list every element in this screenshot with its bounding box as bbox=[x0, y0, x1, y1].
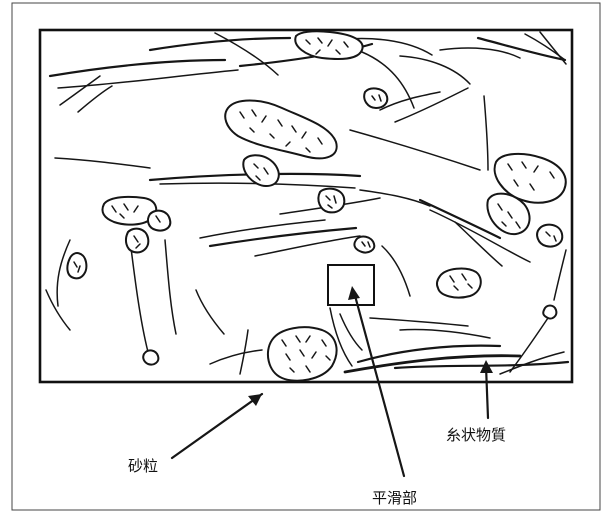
pointer-arrows bbox=[170, 286, 493, 478]
arrow-sand-grain bbox=[170, 392, 264, 460]
sand-grain bbox=[142, 349, 160, 366]
sand-grain bbox=[542, 304, 558, 320]
arrow-smooth-part bbox=[352, 290, 406, 478]
sand-grain bbox=[435, 267, 482, 299]
fiber-strands bbox=[45, 31, 570, 375]
sand-grain bbox=[317, 187, 346, 214]
smooth-part-label: 平滑部 bbox=[372, 489, 418, 507]
sand-grain-label: 砂粒 bbox=[128, 457, 159, 475]
sand-grain bbox=[363, 87, 389, 110]
sand-grain bbox=[224, 99, 338, 160]
sand-grain bbox=[493, 152, 567, 204]
smooth-part-box bbox=[327, 264, 375, 306]
fibrous-material-label: 糸状物質 bbox=[446, 426, 507, 444]
field-frame bbox=[38, 28, 574, 384]
sand-grains bbox=[66, 30, 567, 382]
sand-grain bbox=[242, 154, 280, 188]
page-frame bbox=[11, 2, 601, 511]
arrow-fibrous-material bbox=[484, 364, 490, 420]
